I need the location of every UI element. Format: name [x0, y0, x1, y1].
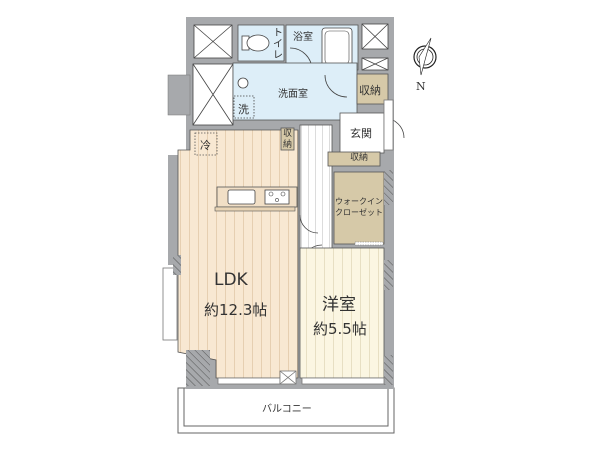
balcony — [177, 387, 395, 434]
label-washer: 洗 — [238, 103, 249, 116]
label-walkin-2: クローゼット — [335, 208, 383, 217]
toilet-room — [237, 24, 285, 62]
label-storage-entrance: 収納 — [350, 153, 369, 163]
compass-icon — [413, 37, 437, 76]
shafts — [192, 23, 389, 126]
bathroom — [285, 24, 359, 71]
storage-top — [356, 73, 389, 105]
western-room — [299, 247, 385, 379]
windows — [217, 99, 394, 385]
storage-kitchen — [280, 127, 295, 151]
label-western-area: 約5.5帖 — [313, 320, 367, 338]
label-washroom: 洗面室 — [278, 89, 308, 100]
hallway — [299, 124, 333, 251]
washroom — [232, 62, 358, 121]
walkin-closet — [333, 171, 385, 245]
label-walkin-1: ウォークイン — [335, 197, 383, 206]
fridge-space — [194, 132, 218, 156]
kitchen-counter — [214, 186, 298, 212]
label-balcony: バルコニー — [262, 404, 312, 415]
hatched-walls — [173, 170, 393, 386]
ldk-room — [177, 129, 299, 379]
label-ldk-name: LDK — [214, 270, 248, 290]
label-ldk-area: 約12.3帖 — [204, 301, 268, 319]
label-bath: 浴室 — [293, 32, 313, 43]
label-toilet: トイレ — [273, 28, 283, 61]
storage-entrance — [327, 151, 381, 167]
compass-label: N — [416, 80, 426, 93]
label-western-name: 洋室 — [322, 295, 356, 315]
label-storage-kitchen: 収納 — [282, 129, 292, 150]
label-storage-top: 収納 — [359, 84, 381, 97]
label-entrance: 玄関 — [350, 127, 372, 140]
label-fridge: 冷 — [200, 139, 211, 152]
